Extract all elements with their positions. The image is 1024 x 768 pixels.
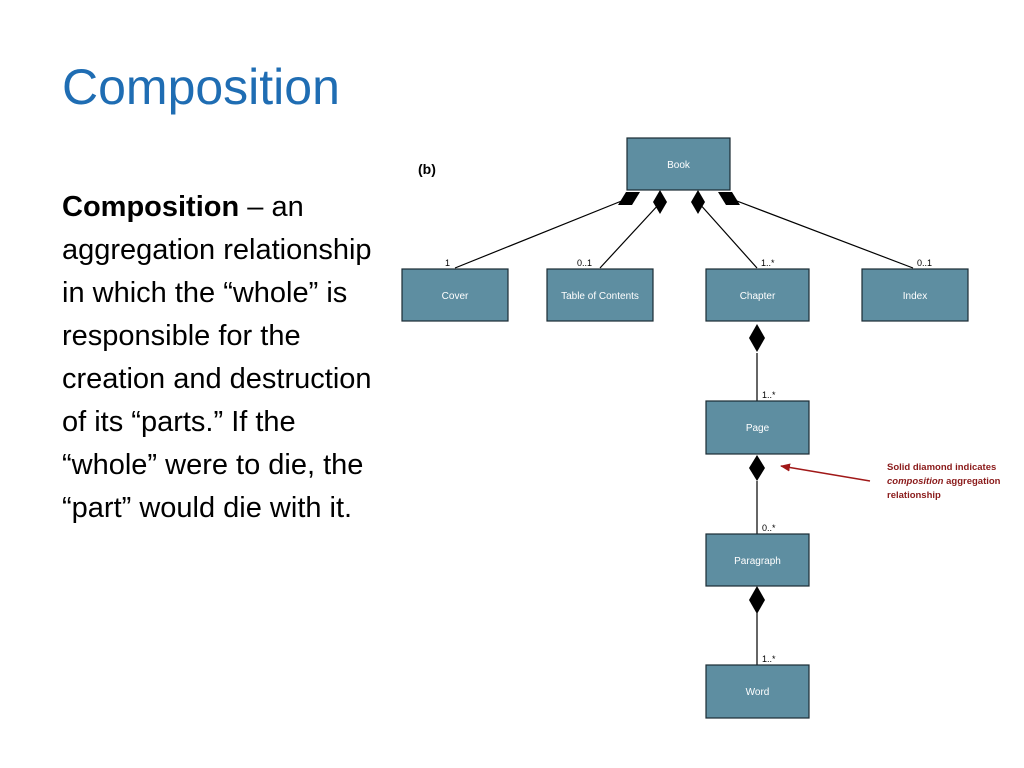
class-page-label: Page — [746, 423, 770, 434]
class-chapter-label: Chapter — [740, 291, 776, 302]
class-index-label: Index — [903, 291, 927, 302]
class-word: Word — [705, 664, 810, 719]
line-book-chapter — [697, 201, 758, 269]
class-book-label: Book — [667, 160, 691, 171]
annotation-line-3: relationship — [887, 490, 941, 501]
mult-word: 1..* — [762, 654, 776, 664]
definition-term: Composition — [62, 191, 240, 223]
composition-diamonds — [618, 190, 765, 614]
class-index: Index — [861, 268, 969, 322]
class-paragraph: Paragraph — [705, 533, 810, 587]
slide-title: Composition — [62, 59, 340, 115]
definition-text: Composition – an aggregation relationshi… — [62, 186, 382, 530]
diamond-toc — [653, 190, 667, 214]
class-cover: Cover — [401, 268, 509, 322]
line-book-toc — [599, 202, 661, 269]
mult-index: 0..1 — [917, 258, 932, 268]
panel-label: (b) — [418, 161, 436, 177]
annotation-line-2: composition aggregation — [887, 476, 1001, 487]
annotation-arrow — [780, 463, 871, 482]
class-cover-label: Cover — [442, 291, 469, 302]
class-chapter: Chapter — [705, 268, 810, 322]
definition-body: – an aggregation relationship in which t… — [62, 191, 372, 524]
class-book: Book — [626, 137, 731, 191]
diamond-paragraph-word — [749, 586, 765, 614]
diamond-chapter — [691, 190, 705, 214]
class-paragraph-label: Paragraph — [734, 556, 781, 567]
mult-paragraph: 0..* — [762, 523, 776, 533]
class-word-label: Word — [746, 687, 770, 698]
annotation-line-2-rest: aggregation — [943, 476, 1000, 487]
diamond-index — [718, 192, 740, 205]
class-toc-label: Table of Contents — [561, 291, 639, 302]
diamond-chapter-page — [749, 324, 765, 352]
annotation-line-1: Solid diamond indicates — [887, 462, 996, 473]
connectors — [454, 197, 914, 665]
annotation-italic: composition — [887, 476, 944, 487]
diamond-page-paragraph — [749, 455, 765, 481]
mult-page: 1..* — [762, 390, 776, 400]
line-book-index — [728, 197, 914, 269]
line-book-cover — [454, 197, 630, 269]
class-table-of-contents: Table of Contents — [546, 268, 654, 322]
mult-chapter: 1..* — [761, 258, 775, 268]
mult-toc: 0..1 — [577, 258, 592, 268]
class-page: Page — [705, 400, 810, 455]
mult-cover: 1 — [445, 258, 450, 268]
diamond-cover — [618, 192, 640, 205]
